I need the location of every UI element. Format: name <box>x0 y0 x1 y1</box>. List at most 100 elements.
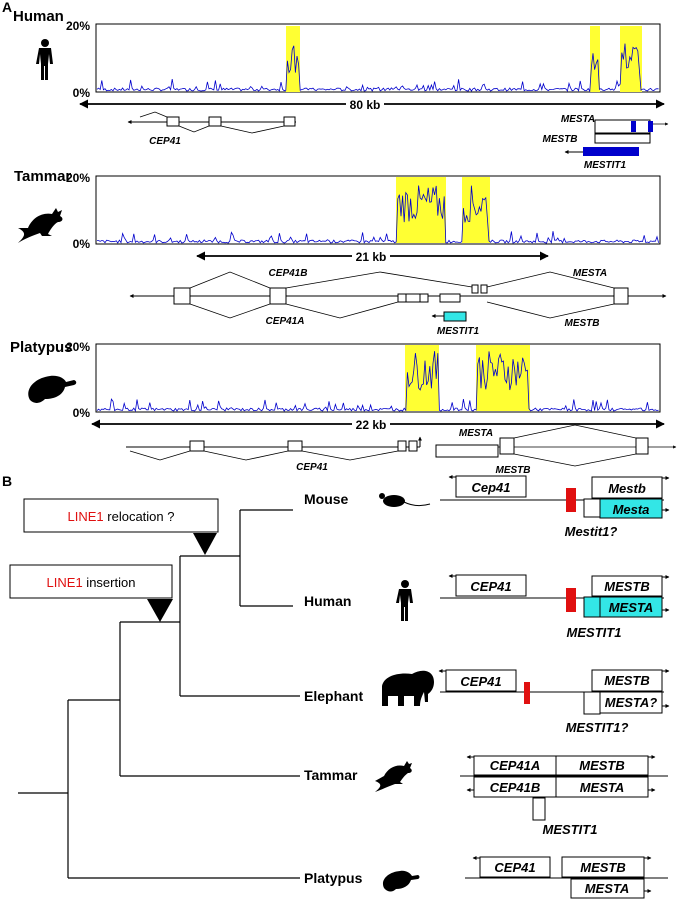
scale-label: 21 kb <box>356 250 387 264</box>
gene-label: MESTA <box>609 600 654 615</box>
event-marker <box>147 599 173 622</box>
gene-box <box>555 755 649 776</box>
panel-a-label: A <box>2 0 12 15</box>
svg-text:LINE1 relocation ?: LINE1 relocation ? <box>68 509 175 524</box>
gene-label: MESTB <box>604 579 650 594</box>
gene-label: CEP41A <box>266 316 305 327</box>
plot-frame <box>95 175 661 245</box>
exon <box>283 116 296 127</box>
gene-label: MESTA <box>585 881 630 896</box>
y-min-label: 0% <box>73 86 91 100</box>
gene-label: Cep41 <box>471 480 510 495</box>
plot-frame <box>95 343 661 413</box>
taxon-label-human: Human <box>304 593 351 609</box>
gene-box <box>561 856 645 878</box>
gene-label: Mestb <box>608 481 646 496</box>
gene-box <box>599 498 663 519</box>
gene-box <box>570 878 645 899</box>
line1-element <box>524 682 530 704</box>
plot-frame <box>95 23 661 93</box>
exon <box>613 287 629 305</box>
gene-label: CEP41B <box>269 268 308 279</box>
gene-label: CEP41 <box>296 462 328 473</box>
gene-label: MESTB <box>604 673 650 688</box>
gene-label: MESTB <box>543 134 578 145</box>
exon <box>594 133 651 144</box>
exon <box>499 437 515 455</box>
highlight-region <box>405 345 439 411</box>
gene-label: MESTA <box>573 268 607 279</box>
gene-label: MESTB <box>579 758 625 773</box>
gene-label: CEP41B <box>490 780 541 795</box>
gene-label: CEP41 <box>149 136 181 147</box>
exon <box>439 293 461 303</box>
exon <box>166 116 180 127</box>
gene-box <box>591 669 663 692</box>
gene-box <box>599 691 663 714</box>
gene-label: MESTIT1 <box>584 160 627 171</box>
locus-platypus: CEP41 MESTB MESTA <box>465 856 668 899</box>
gene-label: CEP41 <box>470 579 511 594</box>
identity-trace <box>96 351 659 413</box>
gene-note: MESTIT1 <box>567 625 622 640</box>
platypus-silhouette-icon <box>28 375 77 403</box>
locus-tammar: CEP41A MESTB CEP41B MESTA MESTIT1 <box>460 755 668 837</box>
y-min-label: 0% <box>73 237 91 251</box>
event-marker <box>193 533 217 555</box>
gene-label: CEP41 <box>460 674 501 689</box>
track-human: Human 20% 0% 80 kb CEP41 MESTA MESTB M <box>13 8 669 171</box>
exon <box>397 293 407 303</box>
taxon-label-elephant: Elephant <box>304 688 363 704</box>
mesta-exon <box>631 121 636 132</box>
gene-box <box>555 776 649 798</box>
mestit1-box <box>532 797 546 821</box>
exon <box>173 287 191 305</box>
gene-label: CEP41A <box>490 758 541 773</box>
human-silhouette-icon <box>396 580 413 621</box>
exon <box>594 119 651 134</box>
gene-label: Mesta <box>613 502 650 517</box>
gene-note: MESTIT1? <box>566 720 629 735</box>
locus-mouse: Cep41 Mestb Mesta Mestit1? <box>440 475 670 539</box>
taxon-label-mouse: Mouse <box>304 491 349 507</box>
mouse-silhouette-icon <box>379 493 431 507</box>
species-label-human: Human <box>13 8 64 25</box>
gene-note: MESTIT1 <box>543 822 598 837</box>
exon <box>408 440 418 452</box>
exon <box>635 437 649 455</box>
y-max-label: 20% <box>66 340 90 354</box>
phylogenetic-tree <box>18 509 300 879</box>
event-line1-relocation: LINE1 relocation ? <box>23 498 219 555</box>
taxon-label-tammar: Tammar <box>304 767 358 783</box>
scale-label: 22 kb <box>356 418 387 432</box>
line1-element <box>566 488 576 512</box>
highlight-region <box>476 345 530 411</box>
mestit1-box <box>583 596 601 618</box>
mestit1-box <box>583 691 601 715</box>
gene-box <box>591 575 663 597</box>
y-max-label: 20% <box>66 19 90 33</box>
exon <box>405 293 421 303</box>
highlight-region <box>286 26 300 92</box>
mestit1-bar <box>443 311 467 322</box>
gene-label: MESTB <box>565 318 600 329</box>
scale-label: 80 kb <box>350 98 381 112</box>
gene-box <box>591 476 663 499</box>
mestit1-box <box>583 498 601 518</box>
exon <box>480 284 488 294</box>
species-label-platypus: Platypus <box>10 339 73 356</box>
mestit1-bar <box>583 147 639 156</box>
gene-box <box>455 574 527 597</box>
gene-label: MESTIT1 <box>437 326 480 337</box>
gene-label: MESTA? <box>605 695 658 710</box>
locus-elephant: CEP41 MESTB MESTA? MESTIT1? <box>438 669 670 735</box>
identity-trace <box>96 43 659 93</box>
exon <box>269 287 287 305</box>
panel-b-label: B <box>2 473 12 489</box>
svg-text:LINE1 insertion: LINE1 insertion <box>47 575 136 590</box>
line1-element <box>566 588 576 612</box>
exon <box>189 440 205 452</box>
species-label-tammar: Tammar <box>14 168 71 185</box>
gene-box <box>455 475 527 498</box>
gene-box <box>445 669 517 692</box>
